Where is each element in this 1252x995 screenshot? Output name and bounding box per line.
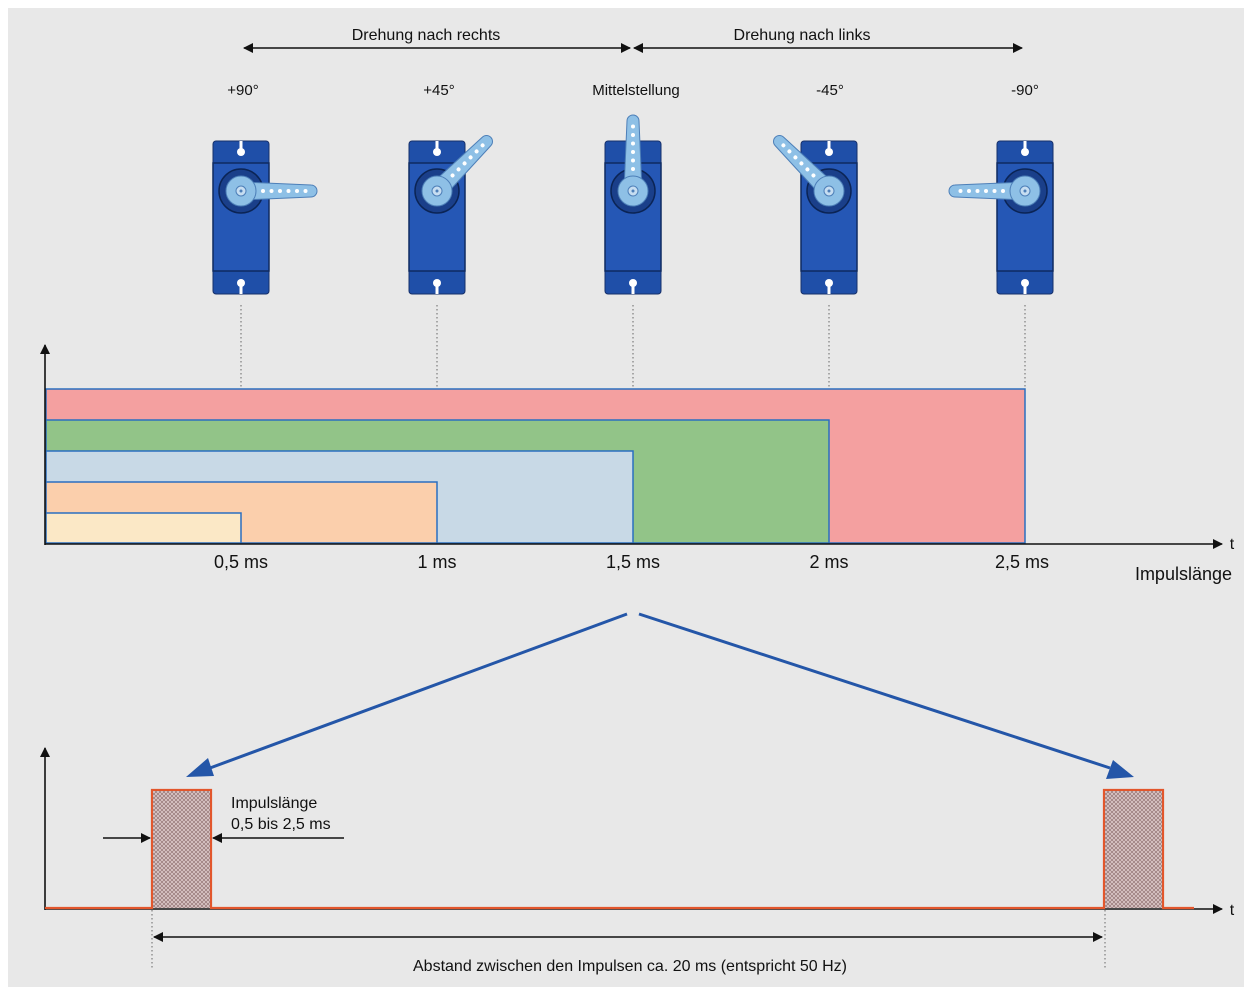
servo-horn-hole <box>631 124 635 129</box>
servo-horn-screw-center <box>631 189 635 193</box>
servo-horn <box>240 181 318 201</box>
servo-horn-hole <box>799 161 804 166</box>
pulse-t-label: t <box>1230 902 1235 919</box>
servo-horn-hole <box>793 155 798 160</box>
tick-label-2ms: 2 ms <box>809 552 848 572</box>
servo-horn-hole <box>992 189 997 193</box>
servo-horn-screw-center <box>435 189 439 193</box>
angle-label-minus45: -45° <box>816 82 844 99</box>
servo-3 <box>604 114 662 295</box>
servo-horn-hole <box>805 167 810 172</box>
bar-chart-tick-labels: 0,5 ms 1 ms 1,5 ms 2 ms 2,5 ms Impulslän… <box>214 552 1232 584</box>
angle-label-minus90: -90° <box>1011 82 1039 99</box>
servo-horn-hole <box>811 173 816 178</box>
servo-horn-hole <box>787 149 792 154</box>
servo-horn-hole <box>468 155 473 160</box>
servo-horn <box>948 181 1026 201</box>
angle-label-center: Mittelstellung <box>592 82 680 99</box>
pulse-2-fill <box>1105 791 1162 908</box>
servo-screw-hole-bottom <box>237 279 245 287</box>
servo-horn-hole <box>286 189 291 193</box>
servo-horn <box>623 114 643 192</box>
servo-horn-hole <box>781 143 786 148</box>
left-rotation-label: Drehung nach links <box>734 27 871 44</box>
servo-horn-hole <box>958 189 963 193</box>
servo-2 <box>408 135 493 295</box>
servo-slot-bottom <box>239 286 243 294</box>
servo-screw-hole-top <box>237 148 245 156</box>
servo-horn-hole <box>269 189 274 193</box>
servo-screw-hole-top <box>825 148 833 156</box>
servo-screw-hole-bottom <box>629 279 637 287</box>
servo-screw-hole-bottom <box>1021 279 1029 287</box>
pulse-diagram: t Impulslänge 0,5 bis 2,5 ms Abstand zwi… <box>40 747 1235 975</box>
zoom-arrow-left-head <box>186 758 214 777</box>
servo-horn-hole <box>480 143 485 148</box>
servo-horn-hole <box>631 158 635 163</box>
pulse-1-fill <box>153 791 210 908</box>
tick-label-15ms: 1,5 ms <box>606 552 660 572</box>
servo-horn-hole <box>631 167 635 171</box>
servo-horn-hole <box>456 167 461 172</box>
servo-horn-hole <box>462 161 467 166</box>
servo-slot-top <box>1023 141 1027 149</box>
tick-label-05ms: 0,5 ms <box>214 552 268 572</box>
angle-label-plus45: +45° <box>423 82 454 99</box>
servo-horn-hole <box>450 173 455 178</box>
servo-horn-hole <box>984 189 988 193</box>
tick-label-1ms: 1 ms <box>417 552 456 572</box>
servo-horn-screw-center <box>1023 189 1027 193</box>
servo-slot-bottom <box>827 286 831 294</box>
servo-horn-hole <box>303 189 308 193</box>
servo-horn-hole <box>967 189 971 193</box>
right-rotation-label: Drehung nach rechts <box>352 27 501 44</box>
pulse-width-label-line2: 0,5 bis 2,5 ms <box>231 816 331 833</box>
servo-row <box>212 114 1054 295</box>
servo-horn-hole <box>975 189 980 193</box>
bar-chart-x-axis-label: Impulslänge <box>1135 564 1232 584</box>
servo-screw-hole-top <box>433 148 441 156</box>
servo-horn-screw-center <box>239 189 243 193</box>
servo-horn-hole <box>295 189 299 193</box>
spacing-label: Abstand zwischen den Impulsen ca. 20 ms … <box>413 958 847 975</box>
pulse-width-label-line1: Impulslänge <box>231 795 317 812</box>
zoom-arrow-right-head <box>1106 760 1134 779</box>
servo-screw-hole-bottom <box>825 279 833 287</box>
servo-1 <box>212 140 318 295</box>
servo-slot-top <box>435 141 439 149</box>
pwm-signal-line <box>45 788 1194 910</box>
servo-horn-hole <box>261 189 265 193</box>
servo-slot-top <box>827 141 831 149</box>
bar-chart-axes: t <box>40 344 1235 553</box>
servo-angle-labels: +90° +45° Mittelstellung -45° -90° <box>227 82 1039 99</box>
servo-slot-top <box>239 141 243 149</box>
servo-slot-bottom <box>435 286 439 294</box>
servo-horn-hole <box>631 150 635 154</box>
servo-screw-hole-top <box>1021 148 1029 156</box>
servo-screw-hole-bottom <box>433 279 441 287</box>
servo-4 <box>773 135 858 295</box>
servo-slot-bottom <box>631 286 635 294</box>
rotation-arrows: Drehung nach rechts Drehung nach links <box>243 27 1023 53</box>
servo-horn-hole <box>278 189 282 193</box>
servo-horn-hole <box>1001 189 1005 193</box>
servo-slot-bottom <box>1023 286 1027 294</box>
servo-horn-screw-center <box>827 189 831 193</box>
pulse-length-bars <box>45 388 1026 544</box>
zoom-arrow-right <box>638 612 1111 770</box>
angle-label-plus90: +90° <box>227 82 258 99</box>
servo-horn-hole <box>631 141 635 146</box>
servo-horn-hole <box>631 133 635 137</box>
zoom-arrow-left <box>209 612 628 770</box>
bar-chart-t-label: t <box>1230 536 1235 553</box>
bar-0-5ms <box>45 512 242 544</box>
servo-5 <box>948 140 1054 295</box>
zoom-arrows <box>186 612 1134 779</box>
servo-horn-hole <box>474 149 479 154</box>
tick-label-25ms: 2,5 ms <box>995 552 1049 572</box>
